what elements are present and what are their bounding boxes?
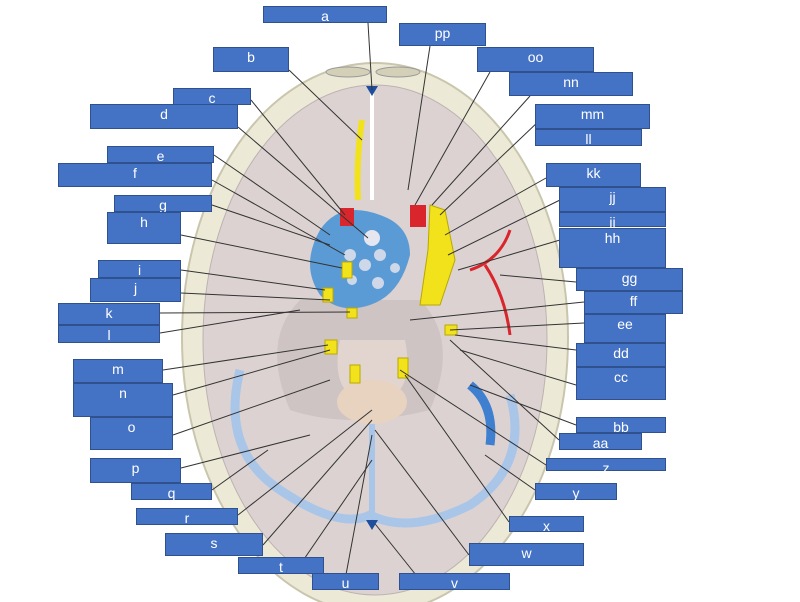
label-box-h[interactable]: h bbox=[107, 212, 181, 244]
leader-lines bbox=[159, 22, 585, 581]
label-box-b[interactable]: b bbox=[213, 47, 289, 72]
label-box-z[interactable]: z bbox=[546, 458, 666, 476]
label-box-a[interactable]: a bbox=[263, 6, 387, 24]
label-box-cc[interactable]: cc bbox=[576, 367, 666, 400]
label-box-kk[interactable]: kk bbox=[546, 163, 641, 187]
label-box-s[interactable]: s bbox=[165, 533, 263, 556]
label-box-n[interactable]: n bbox=[73, 383, 173, 417]
label-box-ii[interactable]: ii bbox=[559, 212, 666, 230]
label-box-oo[interactable]: oo bbox=[477, 47, 594, 72]
label-box-x[interactable]: x bbox=[509, 516, 584, 534]
label-box-p[interactable]: p bbox=[90, 458, 181, 483]
label-box-r[interactable]: r bbox=[136, 508, 238, 526]
label-box-t[interactable]: t bbox=[238, 557, 324, 575]
label-box-bb[interactable]: bb bbox=[576, 417, 666, 435]
label-box-pp[interactable]: pp bbox=[399, 23, 486, 46]
label-box-o[interactable]: o bbox=[90, 417, 173, 450]
label-box-mm[interactable]: mm bbox=[535, 104, 650, 129]
label-box-i[interactable]: i bbox=[98, 260, 181, 278]
sigmoid-sinus-right bbox=[467, 381, 496, 446]
cavernous-sinus bbox=[310, 210, 410, 309]
label-box-d[interactable]: d bbox=[90, 104, 238, 129]
label-box-c[interactable]: c bbox=[173, 88, 251, 106]
label-box-l[interactable]: l bbox=[58, 325, 160, 343]
label-box-ee[interactable]: ee bbox=[584, 314, 666, 343]
label-box-ff[interactable]: ff bbox=[584, 291, 683, 314]
superior-sagittal-sinus bbox=[366, 86, 378, 96]
frontal-sinus-left bbox=[325, 66, 371, 78]
label-box-k[interactable]: k bbox=[58, 303, 160, 325]
middle-meningeal-artery bbox=[469, 229, 512, 336]
label-box-aa[interactable]: aa bbox=[559, 433, 642, 451]
artery-right bbox=[410, 205, 426, 227]
label-box-g[interactable]: g bbox=[114, 195, 212, 213]
label-box-dd[interactable]: dd bbox=[576, 343, 666, 367]
label-box-j[interactable]: j bbox=[90, 278, 181, 302]
label-box-ll[interactable]: ll bbox=[535, 129, 642, 147]
label-box-nn[interactable]: nn bbox=[509, 72, 633, 96]
label-box-q[interactable]: q bbox=[131, 483, 212, 501]
confluence-of-sinuses bbox=[366, 520, 378, 530]
olfactory-left bbox=[354, 119, 365, 201]
label-box-v[interactable]: v bbox=[399, 573, 510, 591]
label-box-m[interactable]: m bbox=[73, 359, 163, 383]
frontal-sinus-right bbox=[375, 66, 421, 78]
label-box-hh[interactable]: hh bbox=[559, 228, 666, 268]
label-box-w[interactable]: w bbox=[469, 543, 584, 566]
label-box-y[interactable]: y bbox=[535, 483, 617, 501]
label-box-gg[interactable]: gg bbox=[576, 268, 683, 291]
label-box-f[interactable]: f bbox=[58, 163, 212, 187]
label-box-jj[interactable]: jj bbox=[559, 187, 666, 212]
brainstem bbox=[337, 380, 407, 424]
label-box-u[interactable]: u bbox=[312, 573, 379, 591]
label-box-e[interactable]: e bbox=[107, 146, 214, 164]
